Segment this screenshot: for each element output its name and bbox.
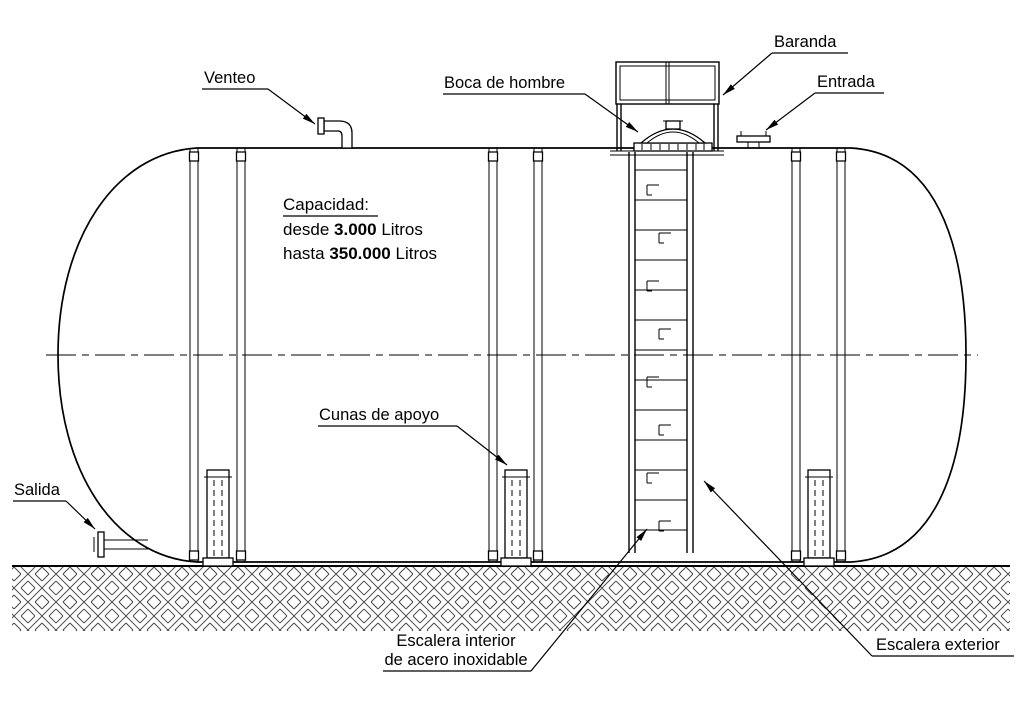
support-left	[206, 469, 230, 559]
saddle-bands	[188, 148, 847, 562]
capacity-to-value: 350.000	[329, 244, 390, 263]
leader-salida	[65, 500, 96, 530]
leader-cunas	[456, 425, 508, 466]
label-escalera-exterior: Escalera exterior	[876, 636, 1000, 654]
label-baranda: Baranda	[774, 33, 837, 51]
capacity-from-value: 3.000	[334, 220, 377, 239]
interior-ladder-steps	[646, 184, 671, 532]
inlet-flange	[736, 135, 771, 143]
label-escalera-interior-line1: Escalera interior	[396, 632, 516, 650]
leader-entrada	[765, 92, 816, 131]
tank-left-head	[57, 147, 198, 563]
label-entrada: Entrada	[817, 73, 876, 91]
outlet-flange	[97, 531, 105, 558]
leader-baranda	[722, 52, 773, 96]
inlet-nozzle	[736, 131, 771, 148]
vent-gooseneck	[323, 120, 353, 149]
railing-divider	[665, 62, 670, 104]
label-salida: Salida	[14, 481, 61, 499]
leader-boca-de-hombre	[584, 93, 639, 133]
support-middle	[504, 469, 528, 559]
manhole-knob	[665, 120, 681, 130]
vent-pipe	[317, 117, 353, 149]
ground-hatch	[12, 567, 1010, 631]
support-cradles	[202, 469, 835, 567]
support-base-right	[803, 557, 835, 567]
ladder-rails	[628, 152, 694, 553]
label-boca-de-hombre: Boca de hombre	[444, 74, 565, 92]
band-lugs	[188, 151, 847, 561]
capacity-from-line: desde 3.000 Litros	[283, 220, 423, 239]
leader-escalera-interior	[530, 528, 648, 672]
support-base-left	[202, 557, 234, 567]
vent-end-flange	[317, 117, 325, 135]
manhole-dome	[639, 128, 707, 144]
manhole-dome-inner	[646, 131, 700, 144]
outlet-pipe	[93, 531, 148, 558]
ground	[12, 565, 1010, 631]
outlet-pipe-lines	[104, 539, 148, 550]
exterior-ladder	[628, 152, 694, 553]
capacity-from-suffix: Litros	[377, 220, 423, 239]
manhole-flange	[633, 142, 713, 152]
capacity-to-prefix: hasta	[283, 244, 329, 263]
capacity-to-suffix: Litros	[391, 244, 437, 263]
support-right	[807, 469, 831, 559]
ladder-rungs	[635, 169, 687, 531]
support-base-middle	[500, 557, 532, 567]
capacity-to-line: hasta 350.000 Litros	[283, 244, 437, 263]
inlet-stem	[740, 131, 767, 148]
railing-posts	[616, 104, 719, 151]
label-venteo: Venteo	[204, 69, 255, 87]
manhole	[633, 120, 713, 152]
label-cunas-de-apoyo: Cunas de apoyo	[319, 406, 439, 424]
label-escalera-interior-line2: de acero inoxidable	[384, 651, 527, 669]
manhole-bolts	[641, 144, 705, 150]
capacity-from-prefix: desde	[283, 220, 334, 239]
leader-venteo	[267, 88, 316, 125]
leader-escalera-exterior	[703, 480, 873, 657]
leader-lines	[65, 52, 873, 672]
railing-frame-inner	[619, 65, 716, 101]
labels: Venteo Boca de hombre Baranda Entrada Ca…	[14, 33, 1000, 669]
capacity-heading: Capacidad:	[283, 195, 369, 214]
railing-frame	[615, 61, 720, 105]
label-underlines	[13, 52, 1014, 672]
